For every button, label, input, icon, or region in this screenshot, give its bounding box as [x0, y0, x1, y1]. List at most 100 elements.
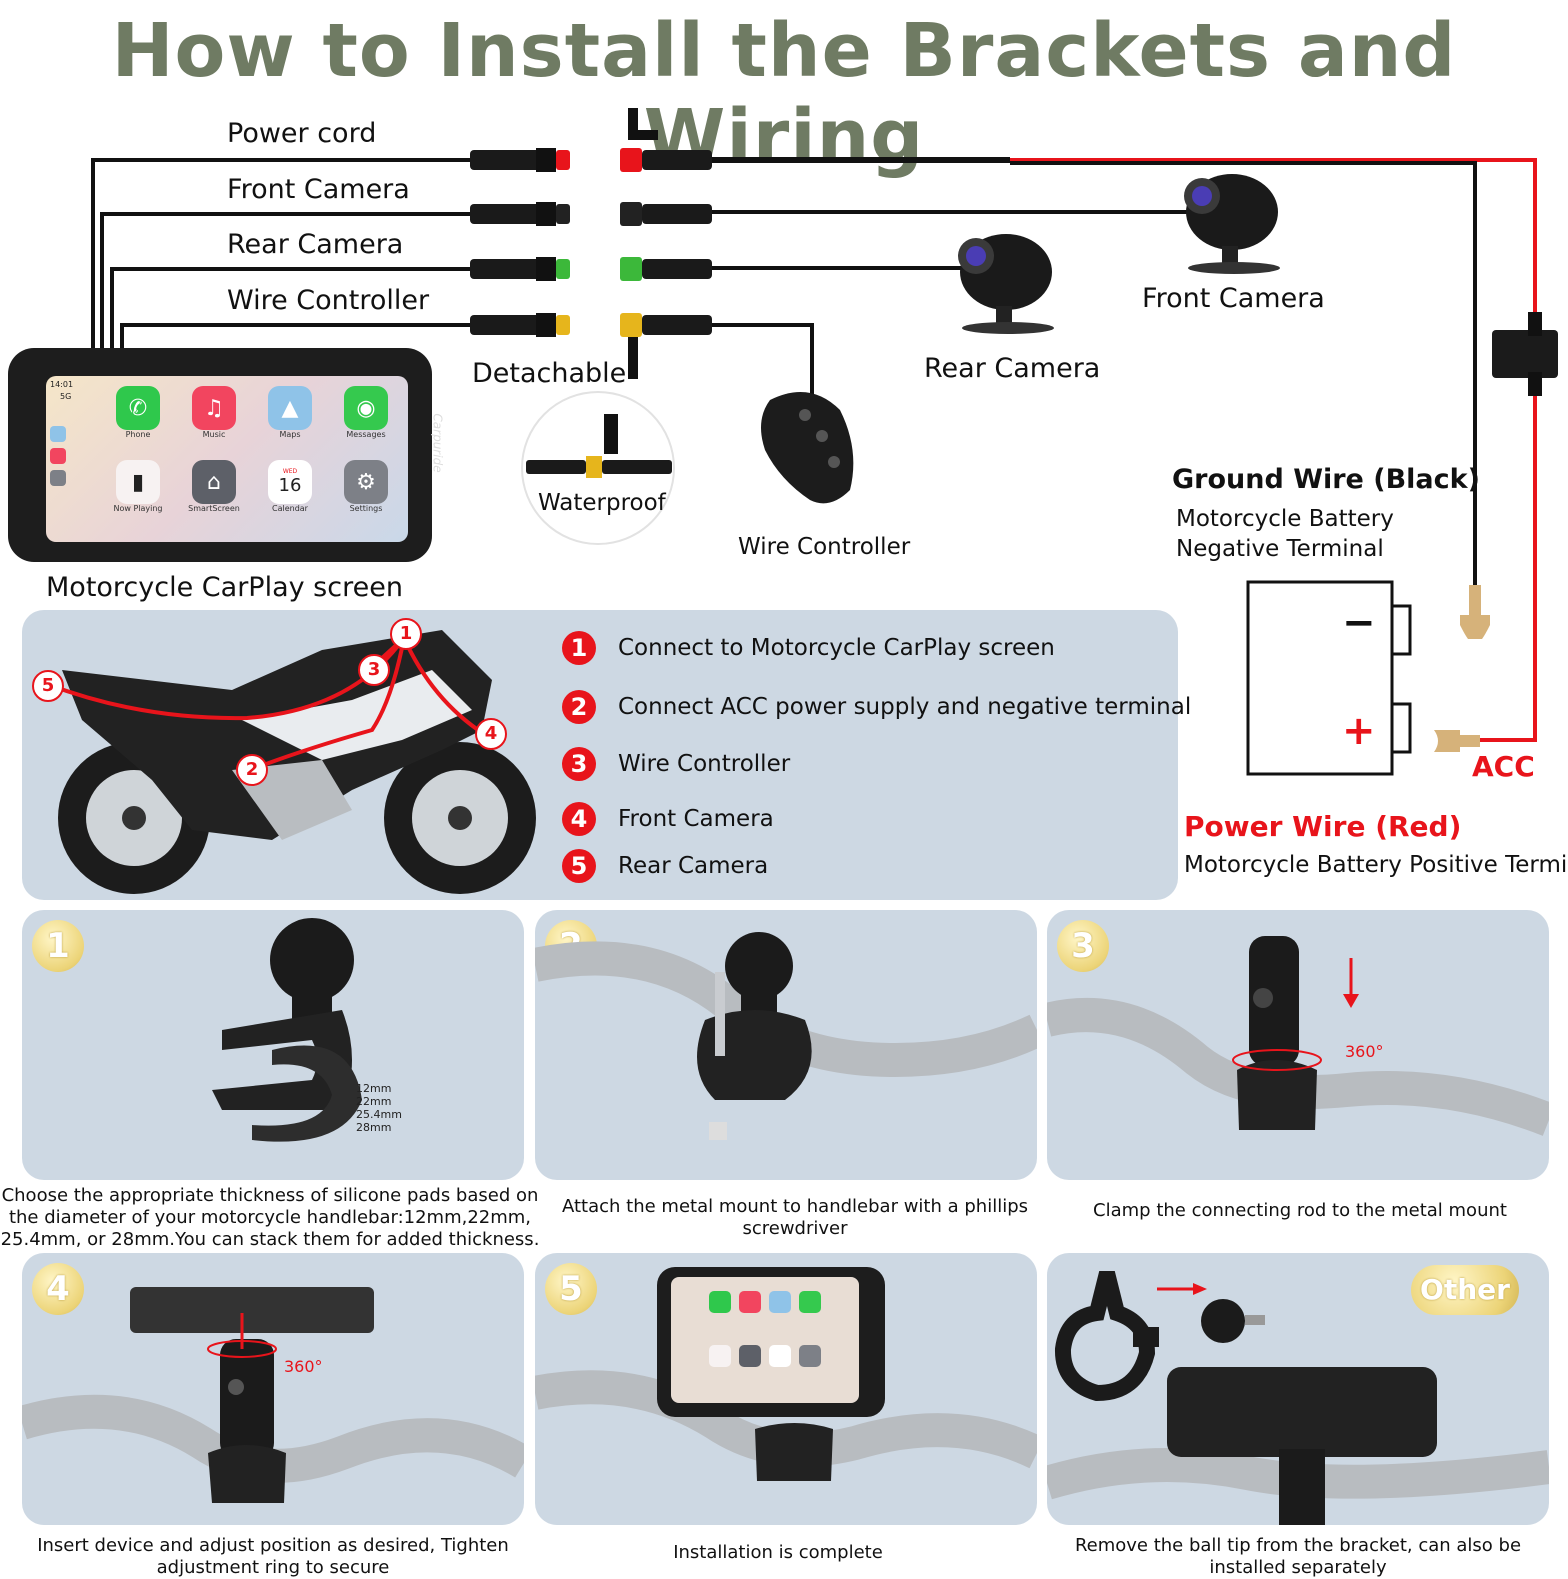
motorcycle-graphic [46, 630, 536, 894]
ground-wire-title: Ground Wire (Black) [1172, 464, 1480, 495]
carplay-dock [50, 426, 72, 526]
wire-controller-graphic [761, 392, 854, 504]
app-label: Phone [125, 430, 151, 439]
label-detachable: Detachable [472, 358, 627, 389]
app-label: Settings [349, 504, 383, 513]
status-signal: 5G [60, 392, 72, 401]
app-tile[interactable]: ⚙ Settings [328, 460, 404, 534]
app-label: Messages [346, 430, 386, 439]
handlebar-mount-graphic [535, 932, 1037, 1140]
bike-marker-5: 5 [32, 670, 64, 702]
app-tile[interactable]: ▲Maps [252, 386, 328, 460]
step-5-caption: Installation is complete [673, 1542, 883, 1563]
right-connectors [620, 108, 712, 379]
app-label: Maps [279, 430, 301, 439]
carplay-screen: 14:01 5G ✆ Phone ♫ Music ▲Maps ◉ Messages ▮ Now … [8, 348, 445, 562]
insert-device-graphic [22, 1287, 524, 1503]
app-label: SmartScreen [188, 504, 240, 513]
page-title: How to Install the Brackets and Wiring [111, 8, 1457, 180]
app-tile[interactable]: ◉ Messages [328, 386, 404, 460]
dock-maps-icon[interactable] [50, 426, 66, 442]
app-glyph: ⌂ [207, 469, 221, 495]
label-wire-controller: Wire Controller [738, 534, 911, 560]
bike-marker-3: 3 [358, 654, 390, 686]
app-glyph: 16 [278, 475, 302, 496]
app-tile[interactable]: ♫ Music [176, 386, 252, 460]
installed-device-graphic [535, 1267, 1037, 1481]
harness-lines [91, 158, 470, 350]
step-4-badge: 4 [32, 1263, 84, 1315]
label-waterproof: Waterproof [538, 490, 666, 516]
acc-label: ACC [1472, 750, 1535, 783]
battery-plus: + [1342, 708, 1376, 754]
app-label: Music [202, 430, 226, 439]
left-connectors [470, 148, 570, 337]
music-icon: ♫ [192, 386, 236, 430]
clamp-with-pads-graphic [212, 918, 362, 1142]
step-other-caption: Remove the ball tip from the bracket, ca… [1074, 1535, 1522, 1578]
step-2-caption: Attach the metal mount to handlebar with… [561, 1196, 1028, 1239]
app-glyph: ♫ [204, 395, 224, 421]
step-3-caption: Clamp the connecting rod to the metal mo… [1093, 1200, 1507, 1221]
step-other-panel: Other [1047, 1253, 1549, 1525]
step-3-panel: 3 360° [1047, 910, 1549, 1180]
app-tile[interactable]: ⌂ SmartScreen [176, 460, 252, 534]
dock-settings-icon[interactable] [50, 470, 66, 486]
label-wire-controller-cable: Wire Controller [227, 285, 430, 316]
rear-camera-graphic [958, 234, 1054, 334]
now-playing-icon: ▮ [116, 460, 160, 504]
settings-icon: ⚙ [344, 460, 388, 504]
bike-marker-1: 1 [390, 618, 422, 650]
app-tile[interactable]: ▮ Now Playing [100, 460, 176, 534]
app-glyph: ✆ [128, 395, 148, 421]
label-screen-caption: Motorcycle CarPlay screen [46, 572, 403, 603]
status-time: 14:01 [50, 380, 74, 389]
battery-graphic [1246, 580, 1412, 776]
fuse-holder [1492, 312, 1558, 396]
label-rear-camera: Rear Camera [924, 353, 1101, 384]
label-front-camera-cable: Front Camera [227, 174, 410, 205]
calendar-weekday: WED [282, 468, 298, 475]
power-wire-sub: Motorcycle Battery Positive Terminal [1184, 852, 1568, 878]
ground-black [1010, 161, 1477, 585]
label-rear-camera-cable: Rear Camera [227, 229, 404, 260]
ball-tip-removal-graphic [1047, 1271, 1549, 1525]
app-glyph: ▮ [131, 469, 145, 495]
app-label: Now Playing [113, 504, 163, 513]
step-4-rotation: 360° [284, 1357, 323, 1376]
phone-icon: ✆ [116, 386, 160, 430]
app-glyph: ⚙ [356, 469, 376, 495]
app-tile[interactable]: ✆ Phone [100, 386, 176, 460]
bike-marker-2: 2 [236, 754, 268, 786]
terminal-lugs [1434, 585, 1490, 752]
step-5-badge: 5 [545, 1263, 597, 1315]
dock-music-icon[interactable] [50, 448, 66, 464]
smartscreen-icon: ⌂ [192, 460, 236, 504]
label-power-cord: Power cord [227, 118, 377, 149]
step-1-panel: 1 12mm 22mm 25.4mm 28mm [22, 910, 524, 1180]
step-4-panel: 4 360° [22, 1253, 524, 1525]
battery-minus: − [1342, 600, 1376, 646]
step-4-caption: Insert device and adjust position as des… [37, 1535, 509, 1578]
maps-icon: ▲ [268, 386, 312, 430]
brand-logo: Carpuride [430, 413, 445, 473]
step-other-badge: Other [1411, 1265, 1519, 1315]
step-1-caption: Choose the appropriate thickness of sili… [0, 1185, 540, 1250]
step-5-panel: 5 [535, 1253, 1037, 1525]
pad-sizes: 12mm 22mm 25.4mm 28mm [356, 1082, 402, 1134]
step-3-rotation: 360° [1345, 1042, 1384, 1061]
step-3-badge: 3 [1057, 920, 1109, 972]
app-glyph: ◉ [356, 395, 376, 421]
step-1-badge: 1 [32, 920, 84, 972]
connecting-rod-graphic [1047, 936, 1549, 1136]
waterproof-detail [521, 391, 675, 545]
ground-wire-line2: Negative Terminal [1176, 536, 1384, 562]
